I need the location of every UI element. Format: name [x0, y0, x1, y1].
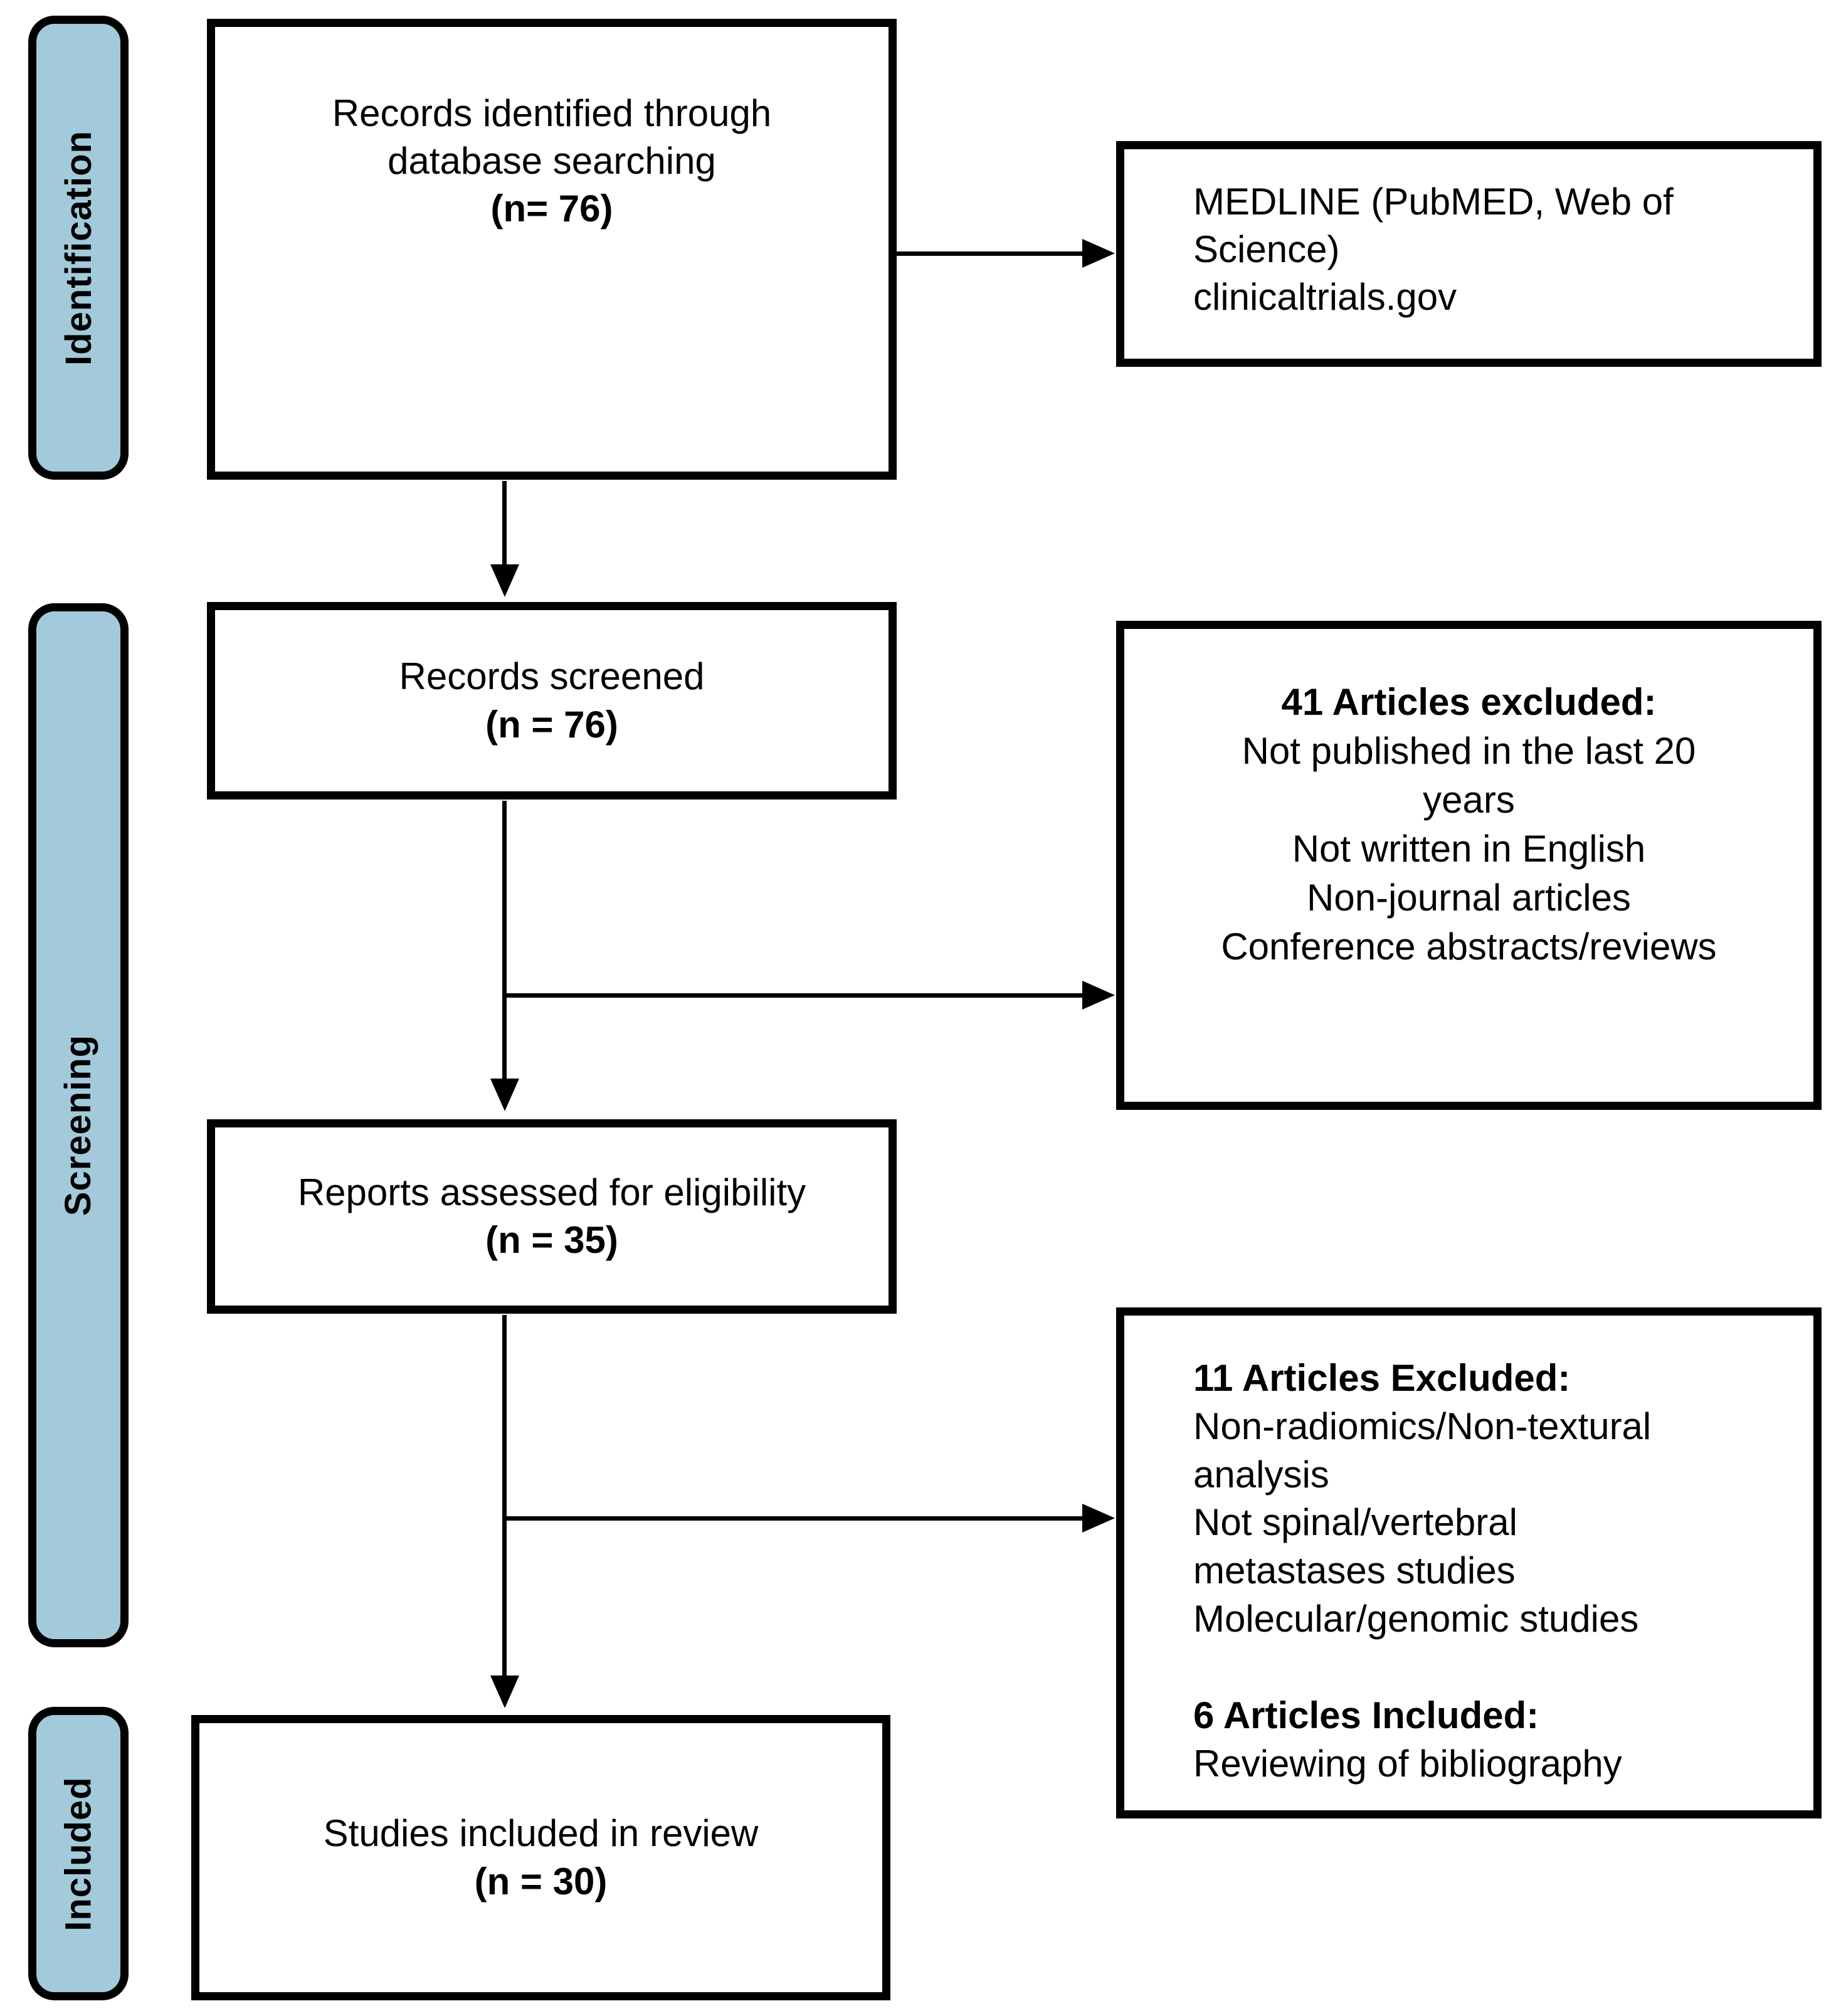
excluded-screening-reason: years — [1423, 779, 1515, 821]
included-stage-label: Included — [58, 1776, 99, 1931]
studies-included-count: (n = 30) — [474, 1860, 608, 1903]
arrowhead-down-icon — [490, 1079, 519, 1111]
excluded-screening-reason: Non-journal articles — [1307, 877, 1631, 919]
reports-assessed-line1: Reports assessed for eligibility — [297, 1171, 806, 1213]
arrow-screened-to-excluded-line — [502, 993, 1085, 998]
excluded-screening-reason: Not written in English — [1292, 828, 1646, 870]
arrow-identified-to-screened-line — [502, 481, 507, 569]
records-identified-line1: Records identified through — [332, 92, 772, 134]
excluded-screening-box: 41 Articles excluded: Not published in t… — [1116, 621, 1822, 1110]
identification-stage-label: Identification — [58, 130, 99, 366]
sources-line2: Science) — [1193, 228, 1340, 271]
excluded-eligibility-reason: Non-radiomics/Non-textural — [1193, 1405, 1652, 1447]
sources-line1: MEDLINE (PubMED, Web of — [1193, 181, 1674, 223]
arrowhead-down-icon — [490, 1676, 519, 1708]
identification-stage: Identification — [28, 16, 129, 480]
studies-included-box: Studies included in review (n = 30) — [191, 1715, 890, 2000]
screening-stage: Screening — [28, 603, 129, 1647]
arrowhead-right-icon — [1082, 1504, 1115, 1533]
excluded-eligibility-title: 11 Articles Excluded: — [1193, 1357, 1571, 1399]
records-screened-line1: Records screened — [399, 655, 705, 698]
screening-stage-label: Screening — [58, 1034, 99, 1216]
arrowhead-down-icon — [490, 564, 519, 597]
excluded-eligibility-reason: metastases studies — [1193, 1549, 1516, 1592]
arrowhead-right-icon — [1082, 981, 1115, 1010]
excluded-screening-reason: Conference abstracts/reviews — [1221, 926, 1717, 968]
excluded-screening-title: 41 Articles excluded: — [1281, 681, 1657, 723]
records-screened-box: Records screened (n = 76) — [207, 602, 897, 800]
excluded-eligibility-box: 11 Articles Excluded: Non-radiomics/Non-… — [1116, 1307, 1822, 1818]
reports-assessed-count: (n = 35) — [485, 1219, 618, 1261]
records-identified-box: Records identified through database sear… — [207, 19, 897, 480]
excluded-eligibility-reason: Molecular/genomic studies — [1193, 1597, 1639, 1640]
arrowhead-right-icon — [1082, 239, 1115, 268]
included-articles-reason: Reviewing of bibliography — [1193, 1742, 1622, 1785]
arrow-screened-to-assessed-line — [502, 801, 507, 1080]
included-stage: Included — [28, 1707, 129, 2000]
records-identified-line2: database searching — [388, 140, 716, 182]
excluded-eligibility-reason: analysis — [1193, 1453, 1329, 1496]
blank-line — [1193, 1644, 1788, 1692]
reports-assessed-box: Reports assessed for eligibility (n = 35… — [207, 1119, 897, 1314]
excluded-eligibility-reason: Not spinal/vertebral — [1193, 1501, 1517, 1544]
sources-box: MEDLINE (PubMED, Web of Science) clinica… — [1116, 141, 1822, 367]
excluded-screening-reason: Not published in the last 20 — [1242, 730, 1696, 772]
arrow-identified-to-sources-line — [897, 251, 1085, 256]
arrow-assessed-to-excluded-line — [502, 1516, 1085, 1521]
records-identified-count: (n= 76) — [490, 187, 613, 230]
studies-included-line1: Studies included in review — [323, 1812, 759, 1855]
included-articles-title: 6 Articles Included: — [1193, 1694, 1539, 1736]
sources-line3: clinicaltrials.gov — [1193, 276, 1457, 319]
arrow-assessed-to-included-line — [502, 1315, 507, 1677]
records-screened-count: (n = 76) — [485, 703, 618, 746]
